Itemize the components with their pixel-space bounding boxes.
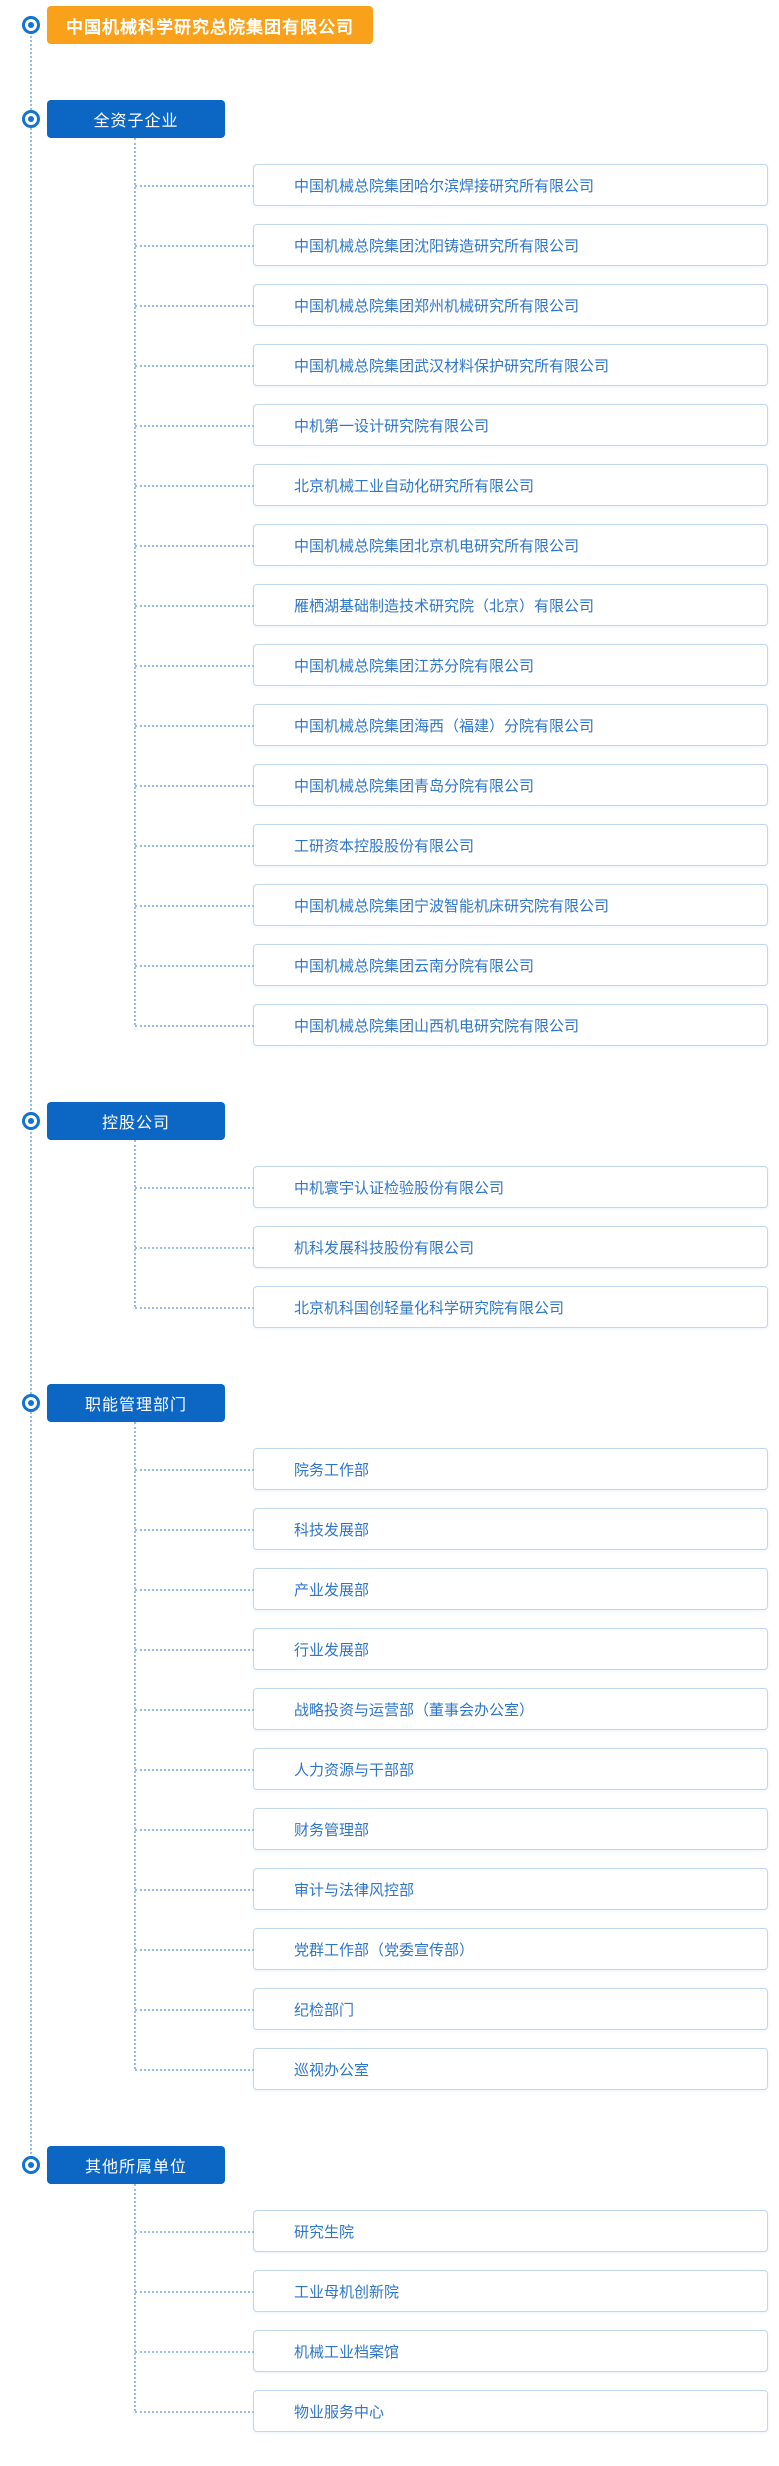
section-head-row: 其他所属单位	[0, 2146, 779, 2184]
org-item-node[interactable]: 中国机械总院集团宁波智能机床研究院有限公司	[135, 884, 768, 926]
org-item-node[interactable]: 中国机械总院集团山西机电研究院有限公司	[135, 1004, 768, 1046]
org-item-node[interactable]: 党群工作部（党委宣传部）	[135, 1928, 768, 1970]
section-children: 研究生院 工业母机创新院 机械工业档案馆 物业服务中心	[134, 2184, 768, 2432]
section-node[interactable]: 全资子企业	[47, 100, 225, 138]
circled-dot-icon[interactable]	[22, 2156, 40, 2174]
org-item-node[interactable]: 财务管理部	[135, 1808, 768, 1850]
sections-container: 全资子企业 中国机械总院集团哈尔滨焊接研究所有限公司 中国机械总院集团沈阳铸造研…	[0, 100, 779, 2432]
org-section: 其他所属单位 研究生院 工业母机创新院 机械工业档案馆 物业服务中心	[0, 2146, 779, 2432]
org-item-node[interactable]: 战略投资与运营部（董事会办公室）	[135, 1688, 768, 1730]
section-head-row: 控股公司	[0, 1102, 779, 1140]
org-item-node[interactable]: 中国机械总院集团沈阳铸造研究所有限公司	[135, 224, 768, 266]
circled-dot-icon[interactable]	[22, 1394, 40, 1412]
org-item-node[interactable]: 审计与法律风控部	[135, 1868, 768, 1910]
section-node[interactable]: 职能管理部门	[47, 1384, 225, 1422]
org-item-node[interactable]: 中机第一设计研究院有限公司	[135, 404, 768, 446]
rail-connector-line	[30, 25, 32, 2165]
section-children: 中机寰宇认证检验股份有限公司 机科发展科技股份有限公司 北京机科国创轻量化科学研…	[134, 1140, 768, 1328]
org-item-node[interactable]: 行业发展部	[135, 1628, 768, 1670]
section-children: 院务工作部 科技发展部 产业发展部 行业发展部 战略投资与运营部（董事会办公室）…	[134, 1422, 768, 2090]
org-item-node[interactable]: 中国机械总院集团哈尔滨焊接研究所有限公司	[135, 164, 768, 206]
section-children: 中国机械总院集团哈尔滨焊接研究所有限公司 中国机械总院集团沈阳铸造研究所有限公司…	[134, 138, 768, 1046]
section-head-row: 职能管理部门	[0, 1384, 779, 1422]
section-node[interactable]: 其他所属单位	[47, 2146, 225, 2184]
org-section: 控股公司 中机寰宇认证检验股份有限公司 机科发展科技股份有限公司 北京机科国创轻…	[0, 1102, 779, 1328]
org-item-node[interactable]: 中国机械总院集团武汉材料保护研究所有限公司	[135, 344, 768, 386]
org-item-node[interactable]: 北京机科国创轻量化科学研究院有限公司	[135, 1286, 768, 1328]
root-node[interactable]: 中国机械科学研究总院集团有限公司	[47, 6, 373, 44]
circled-dot-icon[interactable]	[22, 110, 40, 128]
org-section: 职能管理部门 院务工作部 科技发展部 产业发展部 行业发展部 战略投资与运营部（…	[0, 1384, 779, 2090]
circled-dot-icon[interactable]	[22, 16, 40, 34]
org-item-node[interactable]: 院务工作部	[135, 1448, 768, 1490]
org-item-node[interactable]: 巡视办公室	[135, 2048, 768, 2090]
org-item-node[interactable]: 中国机械总院集团青岛分院有限公司	[135, 764, 768, 806]
org-item-node[interactable]: 中国机械总院集团郑州机械研究所有限公司	[135, 284, 768, 326]
circled-dot-icon[interactable]	[22, 1112, 40, 1130]
org-item-node[interactable]: 工研资本控股股份有限公司	[135, 824, 768, 866]
org-item-node[interactable]: 中国机械总院集团海西（福建）分院有限公司	[135, 704, 768, 746]
org-item-node[interactable]: 雁栖湖基础制造技术研究院（北京）有限公司	[135, 584, 768, 626]
org-item-node[interactable]: 人力资源与干部部	[135, 1748, 768, 1790]
org-item-node[interactable]: 机科发展科技股份有限公司	[135, 1226, 768, 1268]
root-row: 中国机械科学研究总院集团有限公司	[0, 6, 779, 44]
org-item-node[interactable]: 机械工业档案馆	[135, 2330, 768, 2372]
org-item-node[interactable]: 中机寰宇认证检验股份有限公司	[135, 1166, 768, 1208]
org-item-node[interactable]: 北京机械工业自动化研究所有限公司	[135, 464, 768, 506]
org-item-node[interactable]: 产业发展部	[135, 1568, 768, 1610]
org-item-node[interactable]: 中国机械总院集团北京机电研究所有限公司	[135, 524, 768, 566]
org-item-node[interactable]: 物业服务中心	[135, 2390, 768, 2432]
org-item-node[interactable]: 纪检部门	[135, 1988, 768, 2030]
org-item-node[interactable]: 中国机械总院集团江苏分院有限公司	[135, 644, 768, 686]
org-item-node[interactable]: 工业母机创新院	[135, 2270, 768, 2312]
org-item-node[interactable]: 研究生院	[135, 2210, 768, 2252]
org-item-node[interactable]: 中国机械总院集团云南分院有限公司	[135, 944, 768, 986]
org-section: 全资子企业 中国机械总院集团哈尔滨焊接研究所有限公司 中国机械总院集团沈阳铸造研…	[0, 100, 779, 1046]
section-head-row: 全资子企业	[0, 100, 779, 138]
org-item-node[interactable]: 科技发展部	[135, 1508, 768, 1550]
section-node[interactable]: 控股公司	[47, 1102, 225, 1140]
